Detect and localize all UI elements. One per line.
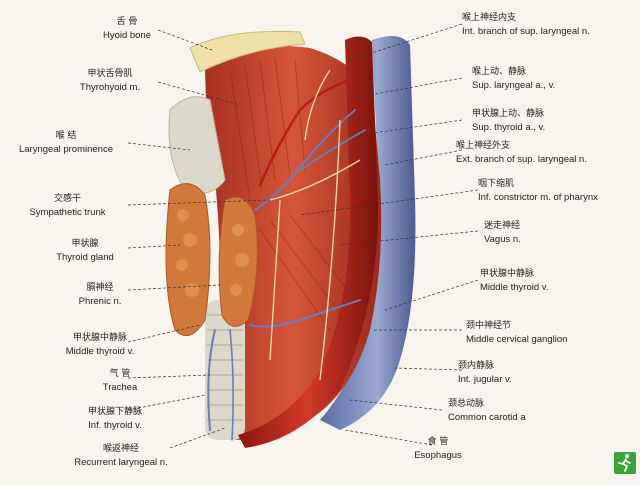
- label-en: Sup. thyroid a., v.: [472, 122, 546, 133]
- label-inf-constrictor: 咽下缩肌 Inf. constrictor m. of pharynx: [478, 178, 638, 204]
- runner-icon: [614, 452, 636, 474]
- label-zh: 喉上动、静脉: [472, 67, 527, 77]
- label-zh: 咽下缩肌: [478, 179, 515, 189]
- label-int-branch-sup-laryngeal: 喉上神经内支 Int. branch of sup. laryngeal n.: [462, 12, 638, 38]
- leader-lines: [127, 23, 479, 449]
- label-en: Middle cervical ganglion: [466, 334, 568, 345]
- label-en: Thyrohyoid m.: [79, 82, 141, 93]
- label-en: Recurrent laryngeal n.: [74, 457, 168, 468]
- label-en: Int. jugular v.: [458, 374, 512, 385]
- label-en: Inf. thyroid v.: [88, 420, 142, 431]
- internal-jugular-vein: [320, 36, 416, 430]
- label-en: Trachea: [102, 382, 138, 393]
- label-zh: 颈总动脉: [448, 399, 485, 409]
- label-en: Thyroid gland: [56, 252, 114, 263]
- label-en: Sympathetic trunk: [29, 207, 106, 218]
- laryngeal-cartilage: [168, 96, 226, 194]
- label-sup-laryngeal-vessels: 喉上动、静脉 Sup. laryngeal a., v.: [472, 66, 632, 92]
- label-zh: 迷走神经: [484, 221, 521, 231]
- common-carotid-artery: [238, 36, 379, 448]
- label-middle-thyroid-vein-left: 甲状腺中静脉 Middle thyroid v.: [40, 332, 160, 358]
- label-sup-thyroid-vessels: 甲状腺上动、静脉 Sup. thyroid a., v.: [472, 108, 632, 134]
- trachea: [205, 300, 245, 440]
- label-common-carotid-artery: 颈总动脉 Common carotid a: [448, 398, 598, 424]
- label-esophagus: 食 管 Esophagus: [398, 436, 478, 462]
- label-middle-thyroid-vein-right: 甲状腺中静脉 Middle thyroid v.: [480, 268, 630, 294]
- label-en: Inf. constrictor m. of pharynx: [478, 192, 598, 203]
- label-recurrent-laryngeal-nerve: 喉返神经 Recurrent laryngeal n.: [56, 443, 186, 469]
- label-en: Ext. branch of sup. laryngeal n.: [456, 154, 587, 165]
- label-zh: 食 管: [427, 437, 449, 447]
- label-en: Int. branch of sup. laryngeal n.: [462, 26, 590, 37]
- label-en: Phrenic n.: [78, 296, 122, 307]
- label-zh: 甲状舌骨肌: [87, 69, 133, 79]
- small-vessels: [207, 78, 366, 441]
- label-zh: 喉上神经外支: [456, 141, 511, 151]
- hyoid-bone: [189, 30, 306, 73]
- label-inf-thyroid-vein: 甲状腺下静脉 Inf. thyroid v.: [60, 406, 170, 432]
- label-zh: 舌 骨: [116, 17, 138, 27]
- label-zh: 甲状腺上动、静脉: [472, 109, 545, 119]
- label-middle-cervical-ganglion: 颈中神经节 Middle cervical ganglion: [466, 320, 638, 346]
- label-en: Middle thyroid v.: [65, 346, 135, 357]
- label-int-jugular-vein: 颈内静脉 Int. jugular v.: [458, 360, 608, 386]
- label-zh: 甲状腺中静脉: [480, 269, 535, 279]
- label-zh: 颈内静脉: [458, 361, 495, 371]
- label-zh: 气 管: [109, 369, 131, 379]
- label-zh: 喉上神经内支: [462, 13, 517, 23]
- label-en: Hyoid bone: [102, 30, 152, 41]
- label-vagus-nerve: 迷走神经 Vagus n.: [484, 220, 624, 246]
- label-ext-branch-sup-laryngeal: 喉上神经外支 Ext. branch of sup. laryngeal n.: [456, 140, 638, 166]
- label-en: Vagus n.: [484, 234, 521, 245]
- label-en: Esophagus: [414, 450, 462, 461]
- label-hyoid-bone: 舌 骨 Hyoid bone: [82, 16, 172, 42]
- label-en: Sup. laryngeal a., v.: [472, 80, 556, 91]
- label-sympathetic-trunk: 交感干 Sympathetic trunk: [10, 193, 125, 219]
- label-en: Laryngeal prominence: [18, 144, 113, 155]
- label-zh: 颈中神经节: [466, 321, 512, 331]
- label-trachea: 气 管 Trachea: [80, 368, 160, 394]
- label-thyrohyoid: 甲状舌骨肌 Thyrohyoid m.: [40, 68, 180, 94]
- label-zh: 喉 结: [55, 131, 77, 141]
- label-laryngeal-prominence: 喉 结 Laryngeal prominence: [6, 130, 126, 156]
- label-en: Middle thyroid v.: [480, 282, 549, 293]
- nerves: [269, 69, 361, 381]
- label-zh: 甲状腺中静脉: [72, 333, 127, 343]
- label-phrenic-nerve: 膈神经 Phrenic n.: [60, 282, 140, 308]
- label-zh: 膈神经: [86, 283, 114, 293]
- label-zh: 甲状腺下静脉: [87, 407, 142, 417]
- label-zh: 交感干: [53, 194, 81, 204]
- label-en: Common carotid a: [448, 412, 526, 423]
- label-thyroid-gland: 甲状腺 Thyroid gland: [40, 238, 130, 264]
- label-zh: 甲状腺: [71, 239, 99, 249]
- label-zh: 喉返神经: [102, 444, 139, 454]
